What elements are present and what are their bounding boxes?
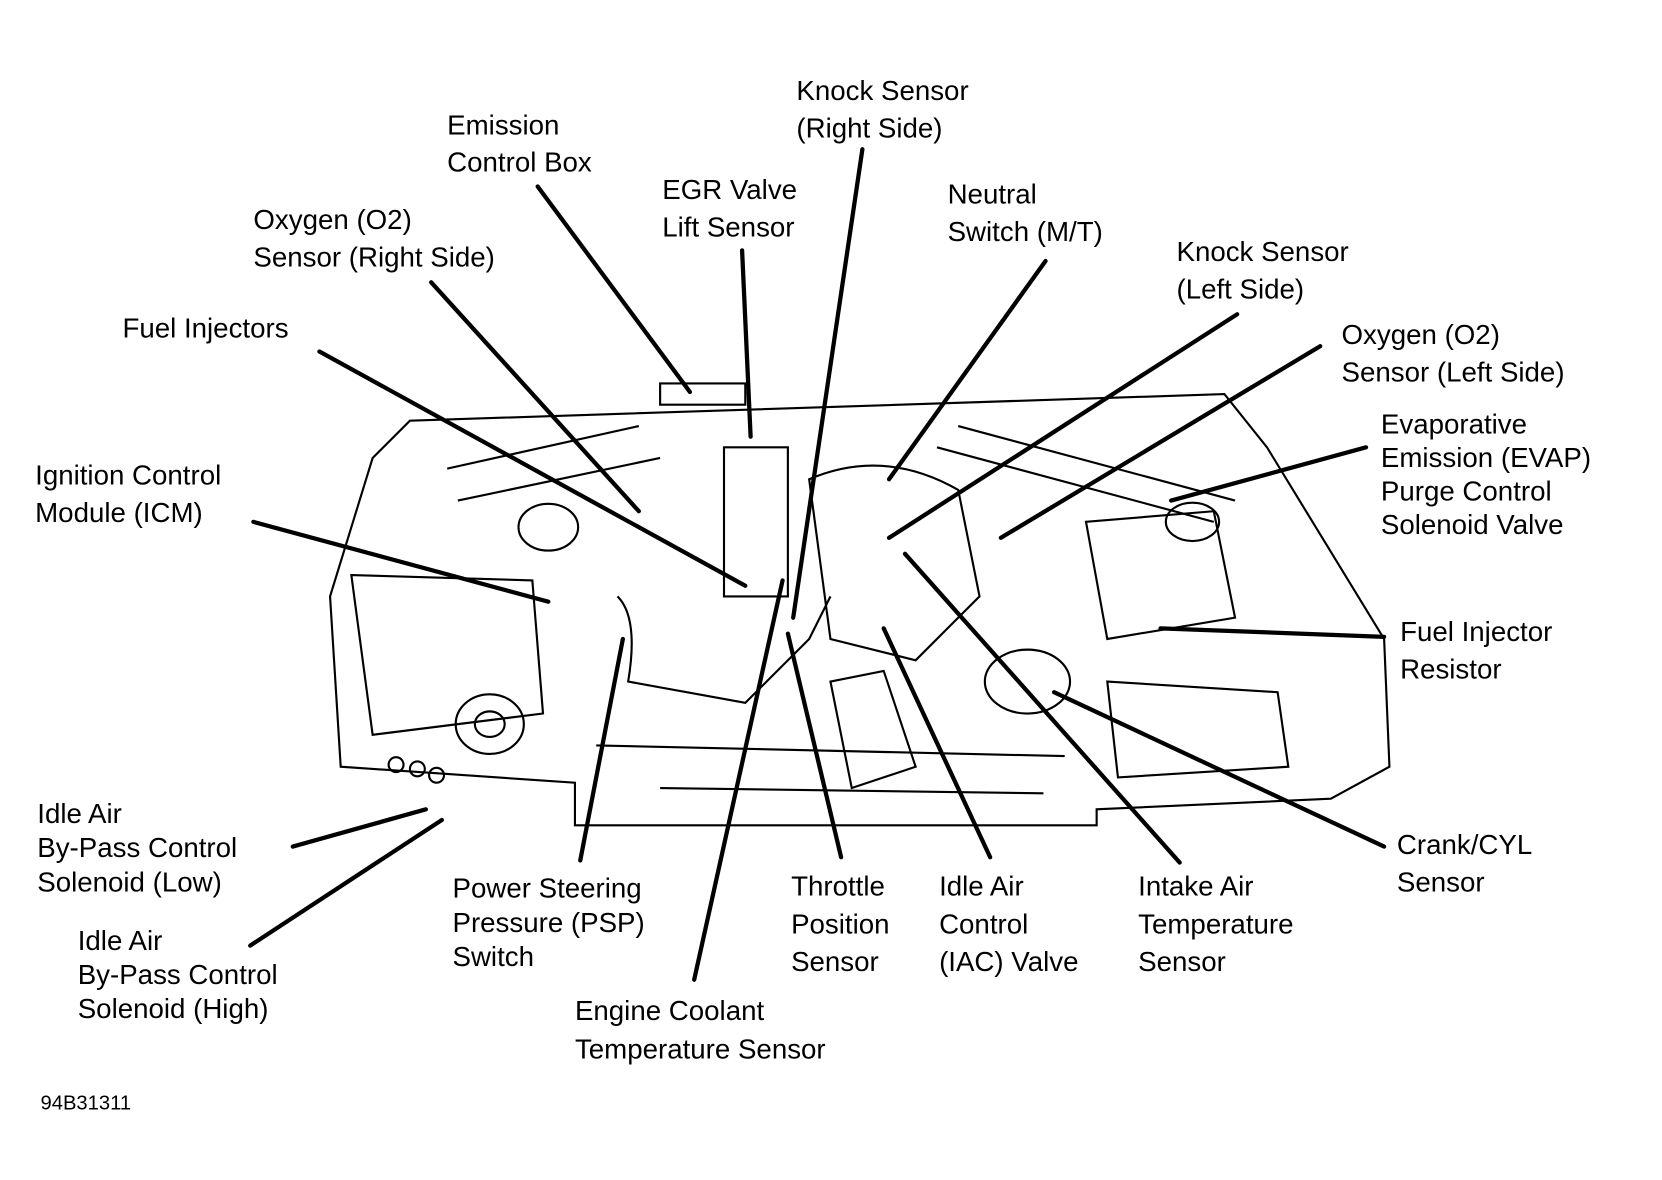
label-line: Solenoid (High) xyxy=(78,993,269,1024)
leader-line-oxygen-sensor-left xyxy=(998,344,1323,540)
label-line: Pressure (PSP) xyxy=(452,907,644,938)
label-line: Intake Air xyxy=(1138,871,1253,902)
leader-line-ignition-control-module xyxy=(251,519,551,604)
label-line: Neutral xyxy=(948,179,1037,210)
label-line: Switch (M/T) xyxy=(948,216,1103,247)
leader-line-throttle-position-sensor xyxy=(785,631,844,860)
label-knock-sensor-right: Knock Sensor (Right Side) xyxy=(796,75,968,143)
leader-line-idle-air-bypass-high xyxy=(248,817,444,948)
label-line: Ignition Control xyxy=(35,460,221,491)
label-line: Knock Sensor xyxy=(1176,236,1348,267)
leader-line-emission-control-box xyxy=(535,184,693,395)
leader-line-knock-sensor-left xyxy=(886,312,1240,540)
label-line: Module (ICM) xyxy=(35,497,203,528)
leader-line-fuel-injectors xyxy=(317,349,748,588)
label-line: Knock Sensor xyxy=(796,75,968,106)
label-fuel-injectors: Fuel Injectors xyxy=(122,313,288,344)
label-line: Idle Air xyxy=(939,871,1024,902)
label-line: (IAC) Valve xyxy=(939,946,1078,977)
label-line: Control xyxy=(939,908,1028,939)
engine-bay-drawing xyxy=(328,382,1391,827)
label-line: Solenoid Valve xyxy=(1381,509,1564,540)
label-line: (Right Side) xyxy=(796,113,942,144)
label-line: (Left Side) xyxy=(1176,273,1304,304)
label-line: Sensor (Left Side) xyxy=(1342,356,1565,387)
label-line: Evaporative xyxy=(1381,408,1527,439)
leader-line-psp-switch xyxy=(578,636,625,863)
label-line: Position xyxy=(791,908,889,939)
label-crank-cyl-sensor: Crank/CYL Sensor xyxy=(1397,829,1532,897)
label-line: Idle Air xyxy=(78,925,163,956)
leader-line-idle-air-bypass-low xyxy=(290,807,429,849)
label-line: Purge Control xyxy=(1381,476,1552,507)
leader-line-egr-valve-lift-sensor xyxy=(739,248,753,439)
leader-lines xyxy=(248,147,1387,982)
label-line: Fuel Injectors xyxy=(122,313,288,344)
label-oxygen-sensor-left: Oxygen (O2) Sensor (Left Side) xyxy=(1342,319,1565,387)
label-line: Throttle xyxy=(791,871,885,902)
leader-line-fuel-injector-resistor xyxy=(1158,626,1387,639)
label-line: Solenoid (Low) xyxy=(37,866,222,897)
label-line: Engine Coolant xyxy=(575,995,765,1026)
label-line: Oxygen (O2) xyxy=(1342,319,1500,350)
label-line: Emission (EVAP) xyxy=(1381,442,1591,473)
label-line: Temperature xyxy=(1138,908,1293,939)
label-oxygen-sensor-right: Oxygen (O2) Sensor (Right Side) xyxy=(253,204,494,272)
label-knock-sensor-left: Knock Sensor (Left Side) xyxy=(1176,236,1348,304)
leader-line-neutral-switch xyxy=(886,258,1048,482)
label-line: By-Pass Control xyxy=(37,832,237,863)
label-line: Lift Sensor xyxy=(662,212,794,243)
leader-line-iac-valve xyxy=(881,626,993,860)
label-line: Sensor xyxy=(791,946,879,977)
label-line: Sensor (Right Side) xyxy=(253,241,494,272)
figure-code: 94B31311 xyxy=(40,1093,131,1115)
label-line: Control Box xyxy=(447,147,592,178)
leader-line-engine-coolant-temp-sensor xyxy=(692,578,785,982)
leader-line-intake-air-temp-sensor xyxy=(902,551,1182,865)
label-line: Sensor xyxy=(1397,866,1485,897)
label-line: By-Pass Control xyxy=(78,959,278,990)
leader-line-oxygen-sensor-right xyxy=(429,280,641,514)
label-line: EGR Valve xyxy=(662,174,797,205)
leader-line-crank-cyl-sensor xyxy=(1051,690,1387,849)
label-line: Crank/CYL xyxy=(1397,829,1532,860)
label-line: Sensor xyxy=(1138,946,1226,977)
leader-line-knock-sensor-right xyxy=(791,147,865,620)
label-line: Temperature Sensor xyxy=(575,1033,826,1064)
label-line: Oxygen (O2) xyxy=(253,204,411,235)
label-line: Emission xyxy=(447,109,559,140)
leader-line-evap-purge-solenoid xyxy=(1169,445,1369,503)
label-line: Power Steering xyxy=(452,873,641,904)
label-line: Switch xyxy=(452,941,534,972)
label-line: Fuel Injector xyxy=(1400,616,1552,647)
label-line: Resistor xyxy=(1400,653,1502,684)
label-line: Idle Air xyxy=(37,798,122,829)
